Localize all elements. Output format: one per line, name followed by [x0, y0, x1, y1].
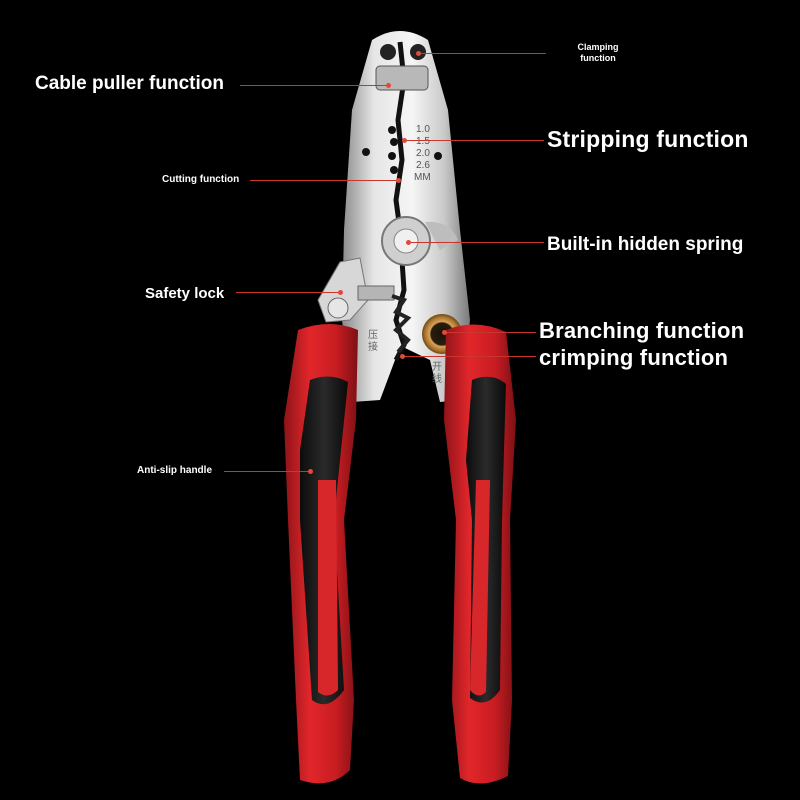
- leader-line-cable-puller: [240, 85, 388, 86]
- stripping-notches: [388, 126, 398, 174]
- leader-dot-spring: [406, 240, 411, 245]
- scale-mark: 1.5: [416, 136, 430, 147]
- engraving-right: 开线: [432, 362, 442, 385]
- leader-dot-stripping: [402, 138, 407, 143]
- left-grip-inset: [318, 480, 338, 696]
- leader-line-clamping: [418, 53, 546, 54]
- leader-line-spring: [408, 242, 544, 243]
- rivet-hole: [362, 148, 370, 156]
- crimping-teeth: [391, 294, 412, 354]
- leader-line-stripping: [404, 140, 544, 141]
- scale-mark: 2.6: [416, 160, 430, 171]
- lock-slider: [357, 285, 395, 301]
- right-grip-inset: [470, 480, 490, 696]
- leader-line-cutting: [250, 180, 398, 181]
- label-crimping: crimping function: [539, 345, 729, 370]
- label-branching: Branching function: [539, 318, 745, 343]
- label-anti-slip: Anti-slip handle: [137, 465, 212, 476]
- leader-line-crimping: [402, 356, 536, 357]
- leader-dot-cable-puller: [386, 83, 391, 88]
- clamp-hole: [380, 44, 396, 60]
- label-stripping: Stripping function: [547, 126, 749, 152]
- leader-dot-safety-lock: [338, 290, 343, 295]
- leader-dot-anti-slip: [308, 469, 313, 474]
- label-hidden-spring: Built-in hidden spring: [547, 234, 744, 255]
- rivet-hole: [434, 152, 442, 160]
- label-clamping: Clamping function: [577, 42, 619, 63]
- label-safety-lock: Safety lock: [145, 285, 225, 302]
- leader-line-anti-slip: [224, 471, 310, 472]
- safety-lock-rivet: [327, 297, 349, 319]
- scale-mark: 1.0: [416, 124, 430, 135]
- leader-dot-branching: [442, 330, 447, 335]
- leader-line-branching: [444, 332, 536, 333]
- leader-dot-crimping: [400, 354, 405, 359]
- leader-dot-clamping: [416, 51, 421, 56]
- leader-line-safety-lock: [236, 292, 340, 293]
- cable-puller-notch: [375, 65, 429, 91]
- leader-dot-cutting: [396, 178, 401, 183]
- scale-mark: 2.0: [416, 148, 430, 159]
- engraving-left: 压接: [368, 330, 378, 353]
- label-cutting: Cutting function: [162, 174, 240, 185]
- label-cable-puller: Cable puller function: [35, 73, 224, 94]
- scale-unit: MM: [414, 172, 431, 183]
